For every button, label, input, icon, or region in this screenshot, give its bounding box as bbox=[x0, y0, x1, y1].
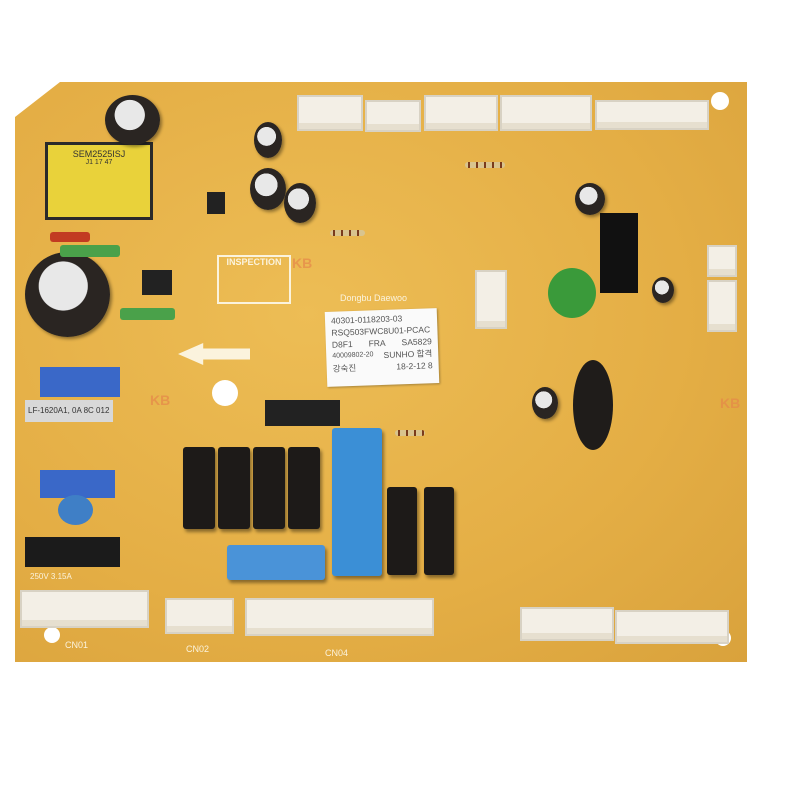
mount-hole bbox=[212, 380, 238, 406]
heatsink bbox=[600, 213, 638, 293]
filter-choke bbox=[40, 367, 120, 397]
kb-mark: KB bbox=[150, 392, 171, 408]
part-number-sticker: 40301-0118203-03 RSQ503FWC8U01-PCAC D8F1… bbox=[324, 308, 440, 387]
mount-hole bbox=[711, 92, 729, 110]
capacitor bbox=[254, 122, 282, 158]
film-capacitor bbox=[227, 545, 325, 580]
fuse-rating: 250V 3.15A bbox=[30, 572, 72, 581]
filter-choke bbox=[40, 470, 115, 498]
capacitor bbox=[575, 183, 605, 215]
mount-hole bbox=[44, 627, 60, 643]
resistor bbox=[395, 430, 425, 436]
sticker-text: 40009802-20 bbox=[332, 351, 374, 360]
relay bbox=[424, 487, 454, 575]
transformer-marking: SEM2525ISJ bbox=[72, 149, 126, 159]
sticker-text: D8F1 bbox=[331, 339, 353, 350]
transformer-date: J1 17 47 bbox=[85, 159, 113, 166]
inspection-box: INSPECTION bbox=[217, 255, 291, 304]
sticker-text: 18-2-12 8 bbox=[396, 360, 433, 372]
relay bbox=[183, 447, 215, 529]
kb-mark: KB bbox=[720, 395, 741, 411]
resistor bbox=[120, 308, 175, 320]
green-component bbox=[548, 268, 596, 318]
relay bbox=[218, 447, 250, 529]
main-relay bbox=[332, 428, 382, 576]
resistor bbox=[465, 162, 505, 168]
sticker-text: FRA bbox=[368, 337, 386, 349]
connector-cn04 bbox=[245, 598, 434, 636]
cn04-label: CN04 bbox=[325, 648, 349, 658]
ic-chip bbox=[207, 192, 225, 214]
maker-silkscreen: Dongbu Daewoo bbox=[340, 293, 408, 303]
resistor bbox=[330, 230, 365, 236]
connector bbox=[475, 270, 507, 329]
arrow-left-icon bbox=[178, 343, 250, 365]
fuse-holder bbox=[25, 537, 120, 567]
cn01-label: CN01 bbox=[65, 640, 89, 650]
capacitor bbox=[652, 277, 674, 303]
ic-chip bbox=[265, 400, 340, 426]
filter-marking: LF-1620A1, 0A 8C 012 bbox=[25, 400, 113, 422]
disc-capacitor bbox=[58, 495, 93, 525]
connector bbox=[595, 100, 709, 130]
capacitor bbox=[250, 168, 286, 210]
transformer: SEM2525ISJ J1 17 47 bbox=[45, 142, 153, 220]
cn02-label: CN02 bbox=[186, 644, 210, 654]
connector-cn01 bbox=[20, 590, 149, 628]
connector bbox=[707, 280, 737, 332]
kb-mark: KB bbox=[292, 255, 313, 271]
ic-chip bbox=[142, 270, 172, 295]
connector bbox=[424, 95, 498, 131]
relay bbox=[253, 447, 285, 529]
resistor bbox=[60, 245, 120, 257]
black-coil bbox=[573, 360, 613, 450]
connector bbox=[500, 95, 592, 131]
relay bbox=[387, 487, 417, 575]
capacitor bbox=[284, 183, 316, 223]
sticker-text: SA5829 bbox=[401, 336, 432, 348]
connector bbox=[365, 100, 421, 132]
connector-cn02 bbox=[165, 598, 234, 634]
capacitor bbox=[105, 95, 160, 145]
relay bbox=[288, 447, 320, 529]
connector bbox=[520, 607, 614, 641]
capacitor bbox=[532, 387, 558, 419]
resistor bbox=[50, 232, 90, 242]
connector bbox=[297, 95, 363, 131]
connector bbox=[615, 610, 729, 644]
inspection-label: INSPECTION bbox=[226, 257, 282, 267]
sticker-text: 강숙진 bbox=[332, 362, 357, 374]
connector bbox=[707, 245, 737, 277]
large-capacitor bbox=[25, 252, 110, 337]
